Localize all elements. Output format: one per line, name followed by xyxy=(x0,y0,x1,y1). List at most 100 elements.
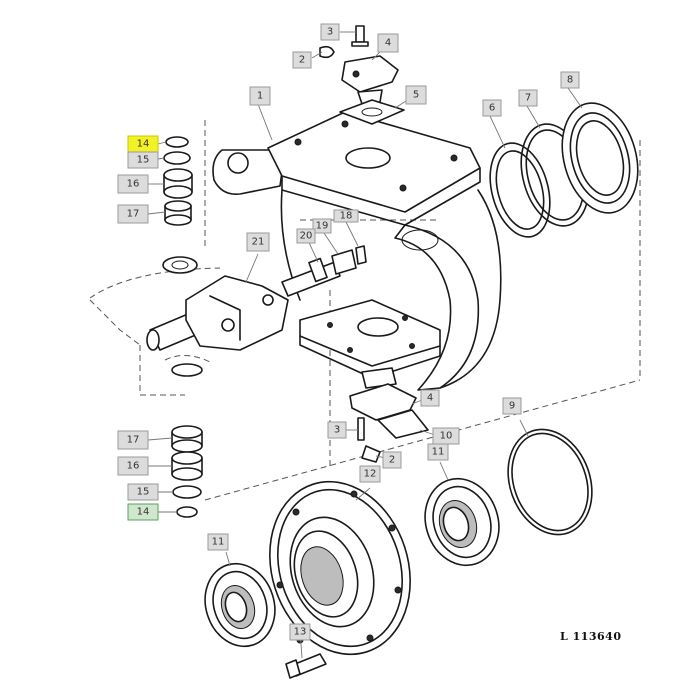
callout-box xyxy=(246,232,270,252)
upper-bearing-stack xyxy=(162,136,198,274)
hub-bolt xyxy=(285,653,327,679)
wheel-bearing-right xyxy=(424,477,500,567)
callout-box xyxy=(359,465,381,483)
drawing-reference-number: L 113640 xyxy=(560,630,622,643)
callout-number: 16 xyxy=(127,179,140,190)
callout-box xyxy=(292,51,312,69)
callout-box xyxy=(127,503,159,521)
axle-seal-rings xyxy=(489,102,639,238)
lower-kingpin-cap-assembly xyxy=(349,367,429,463)
callout-number: 10 xyxy=(440,431,453,442)
callout-1: 1 xyxy=(249,86,271,106)
callout-15: 15 xyxy=(127,483,159,501)
callout-box xyxy=(333,209,359,223)
phantom-outlines xyxy=(89,120,641,501)
callout-box xyxy=(518,89,538,107)
lower-bearing-stack xyxy=(171,363,203,518)
callout-number: 15 xyxy=(137,155,150,166)
callout-number: 1 xyxy=(257,91,263,102)
callout-box xyxy=(117,456,149,476)
callout-12: 12 xyxy=(359,465,381,483)
callout-number: 8 xyxy=(567,75,573,86)
callout-18: 18 xyxy=(333,209,359,223)
o-ring xyxy=(507,428,593,536)
wheel-hub-flange xyxy=(269,480,411,656)
callout-9: 9 xyxy=(502,397,522,415)
callout-16: 16 xyxy=(117,456,149,476)
callout-number: 13 xyxy=(294,627,307,638)
callout-box xyxy=(296,228,316,244)
steering-knuckle-housing xyxy=(212,111,502,391)
drive-shaft-ujoint xyxy=(146,245,367,351)
callout-box xyxy=(560,71,580,89)
callout-number: 5 xyxy=(413,90,419,101)
callout-number: 4 xyxy=(385,38,391,49)
callout-number: 14 xyxy=(137,507,150,518)
callout-number: 20 xyxy=(300,231,313,242)
callout-box xyxy=(117,174,149,194)
callout-labels: 1223344567891011111213141415151616171718… xyxy=(117,23,580,641)
callout-number: 6 xyxy=(489,103,495,114)
callout-19: 19 xyxy=(312,218,332,234)
callout-8: 8 xyxy=(560,71,580,89)
callout-number: 17 xyxy=(127,435,140,446)
callout-number: 18 xyxy=(340,211,353,222)
callout-13: 13 xyxy=(289,623,311,641)
callout-number: 12 xyxy=(364,469,377,480)
callout-box xyxy=(117,430,149,450)
callout-box xyxy=(207,533,229,551)
upper-kingpin-cap-assembly xyxy=(319,25,405,125)
callout-box xyxy=(420,389,440,407)
callout-number: 17 xyxy=(127,209,140,220)
callout-7: 7 xyxy=(518,89,538,107)
callout-number: 21 xyxy=(252,237,265,248)
callout-number: 16 xyxy=(127,461,140,472)
callout-3: 3 xyxy=(320,23,340,41)
callout-number: 4 xyxy=(427,393,433,404)
callout-box xyxy=(320,23,340,41)
callout-5: 5 xyxy=(405,85,427,105)
callout-21: 21 xyxy=(246,232,270,252)
callout-15: 15 xyxy=(127,151,159,169)
callout-4: 4 xyxy=(420,389,440,407)
callout-14: 14 xyxy=(127,135,159,153)
callout-number: 11 xyxy=(432,447,445,458)
callout-box xyxy=(312,218,332,234)
callout-number: 19 xyxy=(316,221,329,232)
callout-number: 3 xyxy=(327,27,333,38)
callout-10: 10 xyxy=(432,427,460,445)
callout-number: 14 xyxy=(137,139,150,150)
callout-box xyxy=(482,99,502,117)
callout-box xyxy=(502,397,522,415)
callout-11: 11 xyxy=(427,443,449,461)
callout-17: 17 xyxy=(117,430,149,450)
callout-17: 17 xyxy=(117,204,149,224)
wheel-bearing-left xyxy=(204,562,276,648)
callout-box xyxy=(289,623,311,641)
callout-number: 3 xyxy=(334,425,340,436)
callout-box xyxy=(377,33,399,53)
callout-number: 7 xyxy=(525,93,531,104)
callout-box xyxy=(427,443,449,461)
callout-3: 3 xyxy=(327,421,347,439)
callout-box xyxy=(382,451,402,469)
callout-box xyxy=(405,85,427,105)
callout-box xyxy=(117,204,149,224)
callout-14: 14 xyxy=(127,503,159,521)
leader-lines xyxy=(147,31,583,659)
callout-6: 6 xyxy=(482,99,502,117)
callout-number: 11 xyxy=(212,537,225,548)
callout-number: 15 xyxy=(137,487,150,498)
callout-2: 2 xyxy=(292,51,312,69)
callout-box xyxy=(127,151,159,169)
callout-number: 9 xyxy=(509,401,515,412)
callout-box xyxy=(249,86,271,106)
callout-2: 2 xyxy=(382,451,402,469)
callout-11: 11 xyxy=(207,533,229,551)
callout-16: 16 xyxy=(117,174,149,194)
callout-number: 2 xyxy=(389,455,395,466)
callout-number: 2 xyxy=(299,55,305,66)
callout-box xyxy=(127,483,159,501)
callout-4: 4 xyxy=(377,33,399,53)
